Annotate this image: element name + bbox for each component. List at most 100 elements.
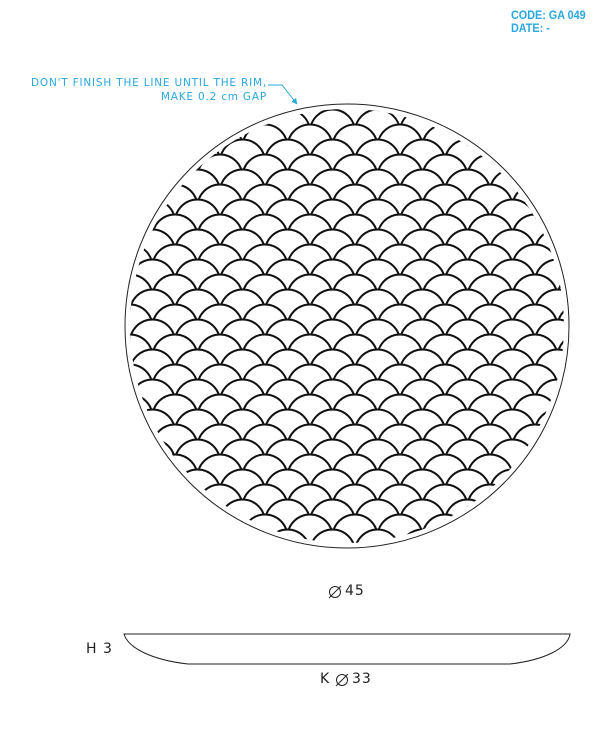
scale-arc xyxy=(580,290,600,313)
scale-arc xyxy=(556,183,564,208)
scale-arc xyxy=(556,393,564,418)
date-label: DATE: - xyxy=(511,21,550,35)
scale-arc xyxy=(63,425,108,447)
scale-arc xyxy=(130,258,131,283)
scale-arc xyxy=(556,363,564,388)
scale-arc xyxy=(130,168,176,193)
scale-arc xyxy=(556,423,564,448)
scale-arc xyxy=(130,138,131,163)
scale-arc xyxy=(580,380,600,403)
scale-arc xyxy=(174,109,221,133)
scale-arc xyxy=(63,485,108,507)
scale-arc xyxy=(556,453,564,478)
scale-arc xyxy=(151,513,199,538)
scale-arc xyxy=(130,228,131,253)
scale-arc xyxy=(511,483,559,508)
scale-arc xyxy=(511,123,559,148)
scale-arc xyxy=(466,513,514,538)
scale-arc xyxy=(63,365,108,387)
scale-arc xyxy=(556,303,564,328)
code-label: CODE: GA 049 xyxy=(511,8,586,22)
scale-arc xyxy=(63,245,108,267)
drawing-code-block: CODE: GA 049 DATE: - xyxy=(511,9,586,35)
scale-arc xyxy=(489,138,536,163)
scale-arc xyxy=(511,109,559,118)
scale-arc xyxy=(556,273,564,298)
plate-rim xyxy=(124,103,570,549)
scale-arc xyxy=(130,528,176,543)
scale-arc xyxy=(580,320,600,342)
scale-arc xyxy=(63,215,108,237)
scale-arc xyxy=(444,528,491,543)
scale-arc xyxy=(63,275,108,297)
scale-arc xyxy=(130,153,154,178)
scale-arc xyxy=(580,410,600,432)
scale-arc xyxy=(534,138,564,163)
scale-arc xyxy=(556,123,564,148)
gap-annotation: DON'T FINISH THE LINE UNTIL THE RIM, MAK… xyxy=(31,76,267,104)
scale-arc xyxy=(130,109,154,118)
scale-arc xyxy=(130,213,154,238)
annotation-line-1: DON'T FINISH THE LINE UNTIL THE RIM, xyxy=(31,77,267,89)
scale-arc xyxy=(466,109,514,118)
scale-arc xyxy=(130,138,176,163)
scale-arc xyxy=(556,109,564,118)
scale-arc xyxy=(151,109,199,118)
scale-arc xyxy=(130,453,154,478)
scale-arc xyxy=(511,513,559,538)
scale-arc xyxy=(130,498,131,523)
scale-arc xyxy=(556,333,564,358)
scale-arc xyxy=(130,318,131,343)
scale-arc xyxy=(130,498,176,523)
scale-arc xyxy=(556,483,564,508)
scale-arc xyxy=(309,528,356,543)
scale-arc xyxy=(534,438,564,463)
scale-arc xyxy=(580,470,600,493)
scale-arc xyxy=(489,528,536,543)
scale-arc xyxy=(63,395,108,417)
base-diameter-symbol-icon xyxy=(335,673,349,687)
scale-arc xyxy=(130,528,131,543)
scale-arc xyxy=(580,440,600,462)
scale-arc xyxy=(151,153,199,178)
scale-arc xyxy=(130,468,131,493)
scale-arc xyxy=(63,155,108,177)
scale-arc xyxy=(63,335,108,357)
scale-arc xyxy=(580,200,600,223)
annotation-line-2: MAKE 0.2 cm GAP xyxy=(160,91,267,103)
scale-arc xyxy=(130,423,154,448)
scale-arc xyxy=(130,109,176,133)
diameter-value: 45 xyxy=(345,583,365,599)
scale-arc xyxy=(556,243,564,268)
scale-arc xyxy=(63,455,108,477)
scale-arc xyxy=(534,468,564,493)
scale-arc xyxy=(580,170,600,192)
scale-arc xyxy=(580,500,600,522)
scale-arc xyxy=(130,198,131,223)
scale-arc xyxy=(130,183,154,208)
scale-arc xyxy=(511,153,559,178)
scale-arc xyxy=(556,153,564,178)
scale-arc xyxy=(354,528,401,543)
annotation-leader xyxy=(268,84,298,105)
scale-arc xyxy=(556,213,564,238)
scale-arc xyxy=(556,513,564,538)
base-diameter-value: 33 xyxy=(352,671,372,687)
scale-arc xyxy=(580,140,600,163)
plate-side-profile xyxy=(123,633,571,665)
scale-arc xyxy=(534,168,564,193)
scale-arc xyxy=(219,528,266,543)
scale-arc xyxy=(63,185,108,207)
scale-arc xyxy=(489,109,536,133)
scale-arc xyxy=(534,109,564,133)
scale-arc xyxy=(174,528,221,543)
scale-arc xyxy=(130,468,176,493)
scale-arc xyxy=(580,530,600,552)
scale-arc xyxy=(444,109,491,133)
scale-arc xyxy=(130,438,131,463)
scale-arc xyxy=(63,515,108,537)
scale-pattern xyxy=(63,109,600,552)
scale-arc xyxy=(489,498,536,523)
scale-arc xyxy=(580,230,600,253)
